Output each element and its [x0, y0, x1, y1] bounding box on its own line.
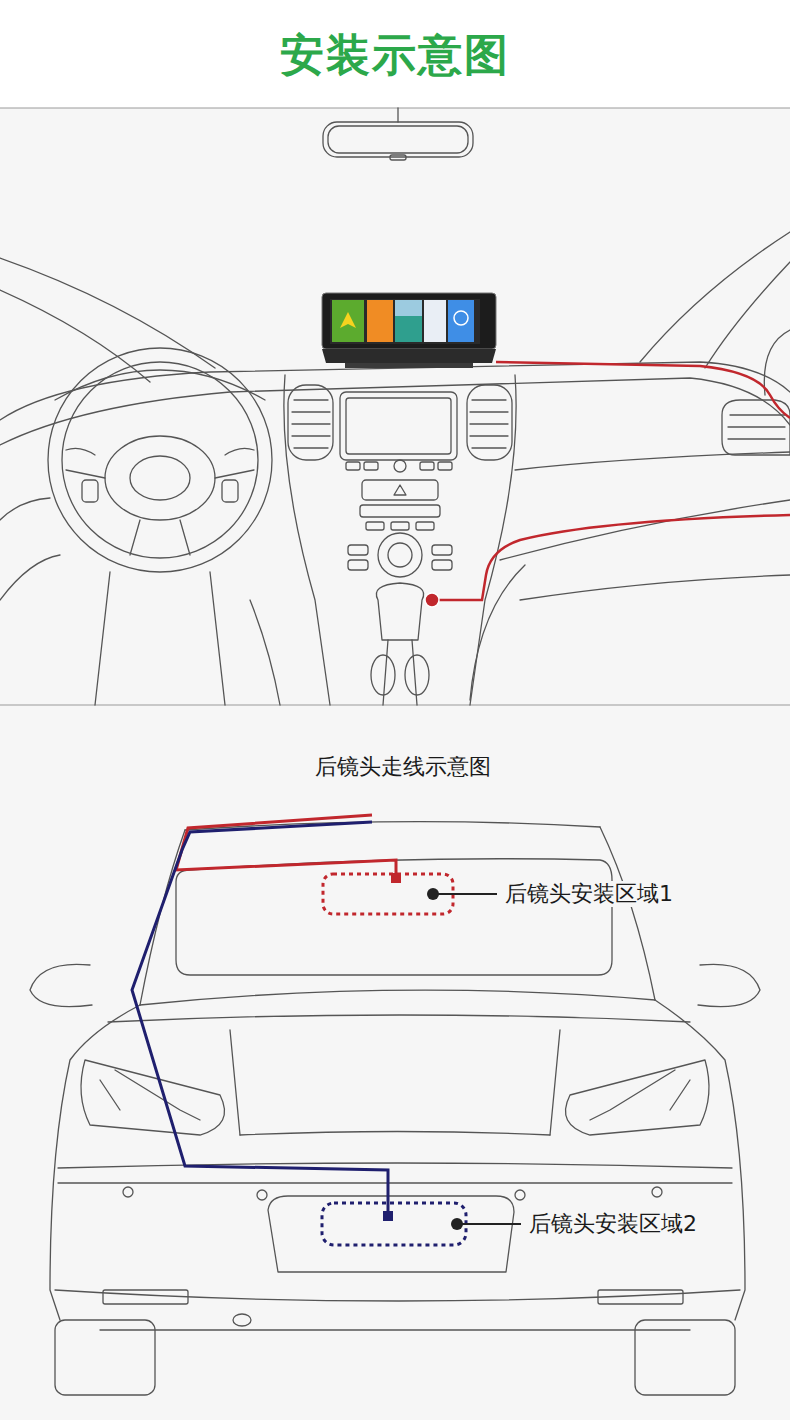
- section-heading: 后镜头走线示意图: [313, 754, 493, 780]
- rear-camera-wires: [132, 815, 401, 1221]
- page-title: 安装示意图: [280, 29, 510, 82]
- rear-car-drawing: [30, 815, 760, 1395]
- divider-line: [0, 705, 790, 706]
- divider-line: [0, 108, 790, 109]
- dashboard-drawing: [0, 108, 790, 705]
- power-wire: [425, 362, 790, 607]
- install-zones: [322, 874, 521, 1245]
- dashcam-device: [322, 293, 496, 368]
- car-body: [30, 822, 760, 1395]
- rearview-mirror: [323, 108, 473, 160]
- callout-label: 后镜头安装区域1: [503, 881, 675, 907]
- steering-wheel: [48, 348, 272, 705]
- callout-label: 后镜头安装区域2: [527, 1211, 699, 1237]
- rear-panel: [0, 705, 790, 1420]
- center-console: [284, 375, 516, 705]
- panel-grounds: [0, 108, 790, 1420]
- dashboard-panel: [0, 108, 790, 705]
- dashboard-lines: [0, 362, 790, 705]
